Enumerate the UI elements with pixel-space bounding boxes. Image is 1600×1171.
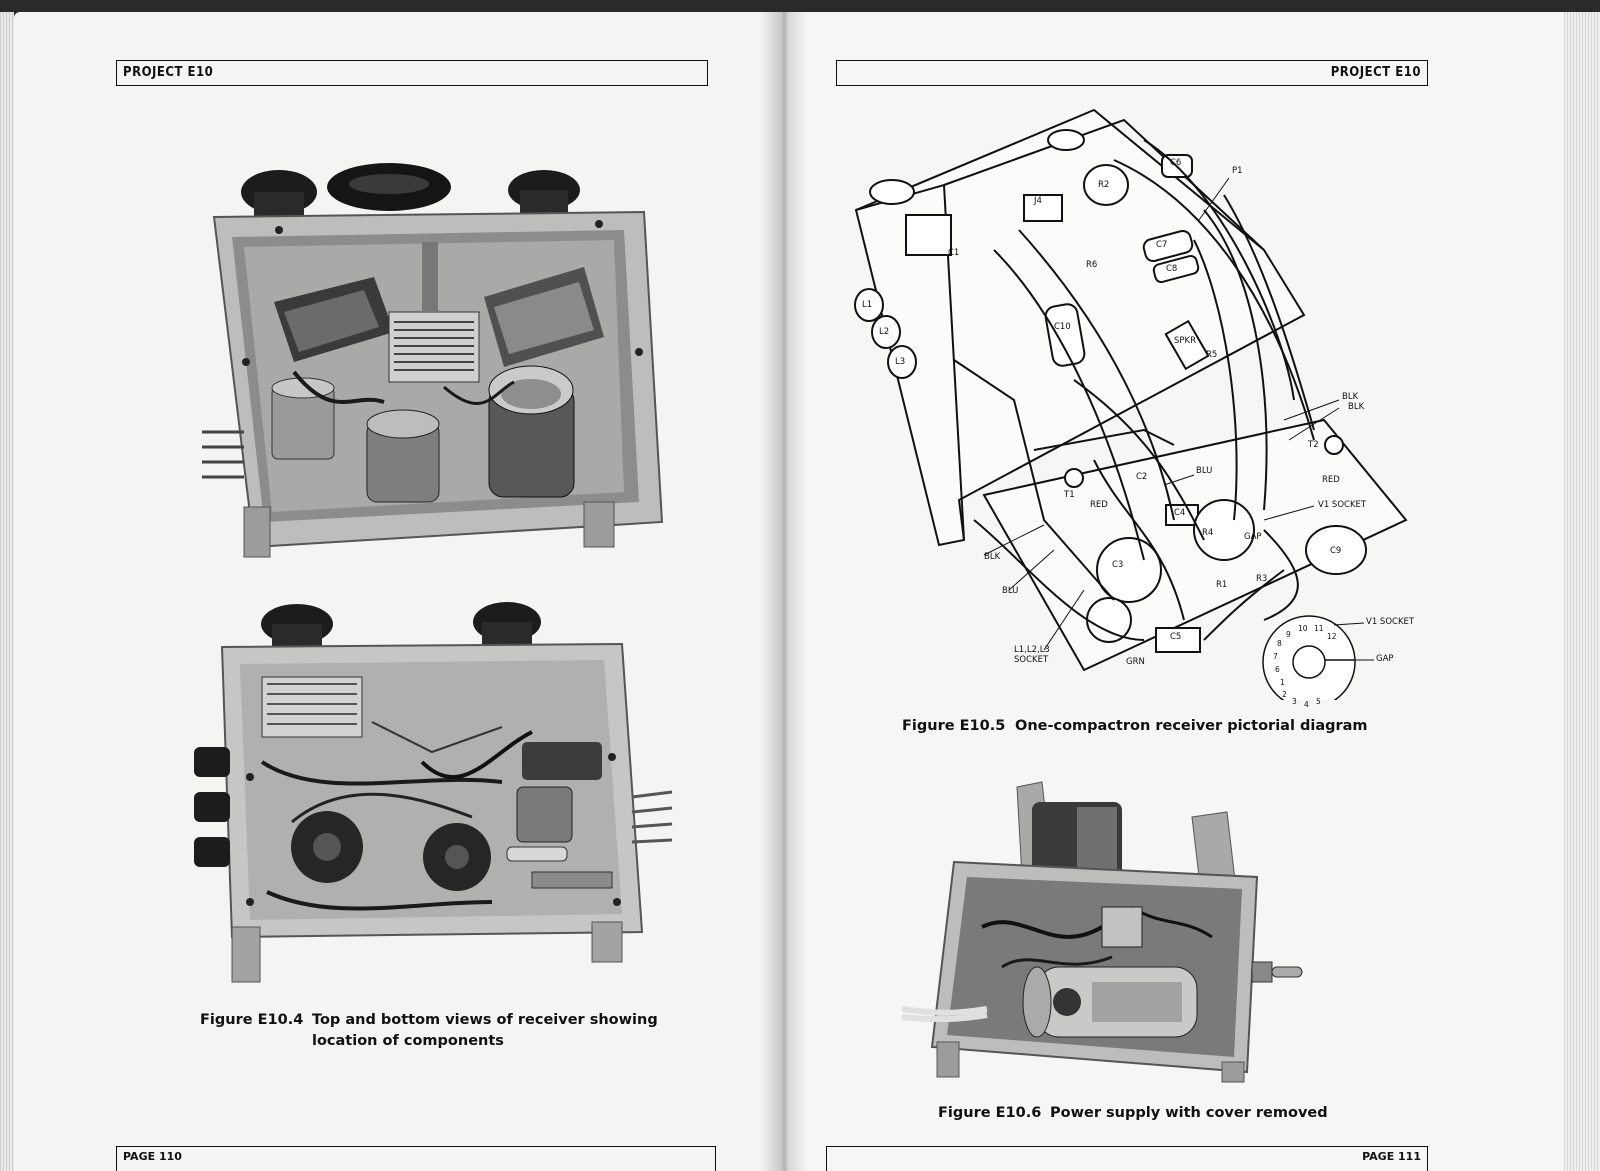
pin-7: 7 bbox=[1273, 652, 1278, 661]
label-socket-list: L1,L2,L3 bbox=[1014, 645, 1050, 655]
pin-12: 12 bbox=[1327, 632, 1337, 641]
right-footer-page: PAGE 111 bbox=[1362, 1150, 1421, 1163]
figure-e10-6-caption: Power supply with cover removed bbox=[1050, 1105, 1328, 1121]
label-v1-socket-1: V1 SOCKET bbox=[1318, 500, 1367, 510]
label-t1: T1 bbox=[1064, 490, 1075, 500]
power-supply-photo bbox=[902, 781, 1303, 1083]
book-gutter bbox=[760, 12, 808, 1171]
label-c2: C2 bbox=[1136, 472, 1148, 482]
figure-e10-6-number: Figure E10.6 bbox=[938, 1105, 1042, 1121]
label-grn: GRN bbox=[1126, 657, 1145, 667]
pin-2: 2 bbox=[1282, 690, 1287, 699]
label-c10: C10 bbox=[1054, 322, 1071, 332]
label-socket-word: SOCKET bbox=[1014, 655, 1049, 665]
label-l1: L1 bbox=[862, 300, 873, 310]
right-page-edges bbox=[1564, 12, 1600, 1171]
figure-e10-4-caption-line1: Top and bottom views of receiver showing bbox=[312, 1012, 658, 1028]
pin-5: 5 bbox=[1316, 697, 1321, 706]
label-blu-2: BLU bbox=[1002, 586, 1019, 596]
label-l3: L3 bbox=[895, 357, 906, 367]
socket-pin-diagram bbox=[1262, 615, 1374, 700]
left-header-title: PROJECT E10 bbox=[123, 65, 214, 80]
label-c9: C9 bbox=[1330, 546, 1342, 556]
label-r5: R5 bbox=[1206, 350, 1218, 360]
pictorial-diagram bbox=[854, 108, 1408, 700]
label-blk-3: BLK bbox=[984, 552, 1001, 562]
label-c3: C3 bbox=[1112, 560, 1124, 570]
figure-e10-4-number: Figure E10.4 bbox=[200, 1012, 304, 1028]
pin-3: 3 bbox=[1292, 697, 1297, 706]
label-c4: C4 bbox=[1174, 508, 1186, 518]
label-blk-1: BLK bbox=[1342, 392, 1359, 402]
label-t2: T2 bbox=[1308, 440, 1319, 450]
left-header-box: PROJECT E10 bbox=[116, 60, 708, 86]
label-c7: C7 bbox=[1156, 240, 1168, 250]
label-gap-1: GAP bbox=[1244, 532, 1262, 542]
receiver-bottom-view-photo bbox=[194, 602, 673, 983]
pin-10: 10 bbox=[1298, 624, 1308, 633]
label-gap-2: GAP bbox=[1376, 654, 1394, 664]
label-blk-2: BLK bbox=[1348, 402, 1365, 412]
figure-e10-4-caption-line2: location of components bbox=[312, 1033, 504, 1049]
label-c5: C5 bbox=[1170, 632, 1182, 642]
figure-e10-4-caption: Figure E10.4 bbox=[200, 1012, 303, 1028]
left-page: PROJECT E10 bbox=[14, 12, 784, 1171]
right-header-title: PROJECT E10 bbox=[1330, 65, 1421, 80]
pin-6: 6 bbox=[1275, 665, 1280, 674]
label-c8: C8 bbox=[1166, 264, 1178, 274]
pin-1: 1 bbox=[1280, 678, 1285, 687]
right-page: PROJECT E10 bbox=[784, 12, 1564, 1171]
label-spkr: SPKR bbox=[1174, 336, 1197, 346]
label-r3: R3 bbox=[1256, 574, 1268, 584]
pin-8: 8 bbox=[1277, 639, 1282, 648]
right-footer-box: PAGE 111 bbox=[826, 1146, 1428, 1171]
label-c6: C6 bbox=[1170, 158, 1182, 168]
figure-e10-5-number: Figure E10.5 bbox=[902, 718, 1006, 734]
label-blu-1: BLU bbox=[1196, 466, 1213, 476]
pin-4: 4 bbox=[1304, 700, 1309, 709]
pin-11: 11 bbox=[1314, 624, 1324, 633]
label-j4: J4 bbox=[1034, 196, 1042, 206]
pin-9: 9 bbox=[1286, 630, 1291, 639]
label-l2: L2 bbox=[879, 327, 890, 337]
receiver-top-view-photo bbox=[202, 163, 664, 558]
label-r2: R2 bbox=[1098, 180, 1110, 190]
right-header-box: PROJECT E10 bbox=[836, 60, 1428, 86]
figure-e10-5-caption: One-compactron receiver pictorial diagra… bbox=[1015, 718, 1368, 734]
label-p1: P1 bbox=[1232, 166, 1243, 176]
pictorial-diagram-labels: P1 C6 R2 J4 C1 R6 C7 C8 C10 SPKR R5 L1 L… bbox=[844, 100, 1424, 709]
label-r4: R4 bbox=[1202, 528, 1214, 538]
label-c1: C1 bbox=[948, 248, 960, 258]
label-v1-socket-2: V1 SOCKET bbox=[1366, 617, 1415, 627]
label-red-2: RED bbox=[1090, 500, 1108, 510]
label-red-1: RED bbox=[1322, 475, 1340, 485]
left-page-edges bbox=[0, 12, 14, 1171]
left-footer-page: PAGE 110 bbox=[123, 1150, 182, 1163]
left-footer-box: PAGE 110 bbox=[116, 1146, 716, 1171]
label-r6: R6 bbox=[1086, 260, 1098, 270]
label-r1: R1 bbox=[1216, 580, 1228, 590]
